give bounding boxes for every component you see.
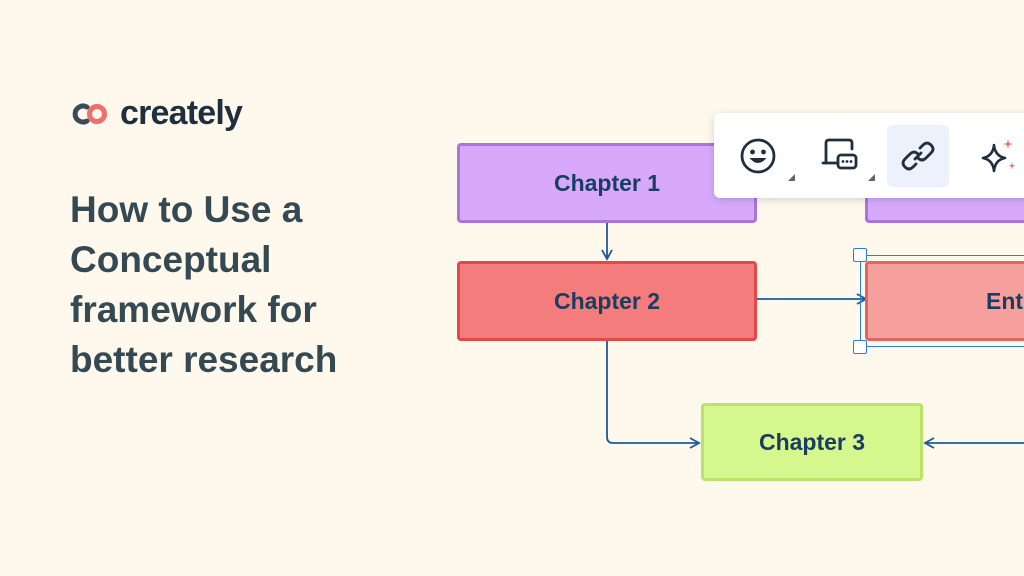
node-entity-partial[interactable]: Ent (865, 261, 1024, 341)
sparkles-icon (981, 138, 1016, 172)
ai-generate-button[interactable] (967, 125, 1024, 187)
resize-handle-top-left[interactable] (853, 248, 867, 262)
creately-logo-icon (72, 103, 107, 124)
emoji-button[interactable] (727, 125, 795, 187)
emoji-dropdown-caret[interactable] (788, 173, 795, 181)
node-label: Ent (986, 287, 1024, 314)
title-line: framework for (70, 289, 317, 330)
comment-screen-button[interactable] (807, 125, 875, 187)
connector-ch2-ch3 (606, 341, 701, 449)
node-chapter-3[interactable]: Chapter 3 (701, 403, 923, 481)
floating-toolbar (714, 113, 1024, 198)
brand-name: creately (120, 94, 243, 132)
screen-comment-icon (821, 138, 858, 169)
node-chapter-1[interactable]: Chapter 1 (457, 143, 757, 223)
title-line: better research (70, 339, 338, 380)
node-label: Chapter 2 (553, 287, 661, 314)
emoji-icon (740, 138, 776, 173)
comment-dropdown-caret[interactable] (868, 173, 875, 181)
link-icon (901, 141, 935, 170)
page-title: How to Use a Conceptual framework for be… (70, 185, 400, 385)
creately-logo: creately (70, 94, 243, 133)
link-button[interactable] (887, 124, 949, 187)
node-label: Chapter 1 (553, 169, 661, 196)
title-line: Conceptual (70, 239, 272, 280)
node-chapter-2[interactable]: Chapter 2 (457, 261, 757, 341)
title-line: How to Use a (70, 189, 303, 230)
resize-handle-bottom-left[interactable] (853, 340, 867, 354)
node-label: Chapter 3 (758, 428, 866, 455)
selection-frame (860, 255, 1024, 347)
